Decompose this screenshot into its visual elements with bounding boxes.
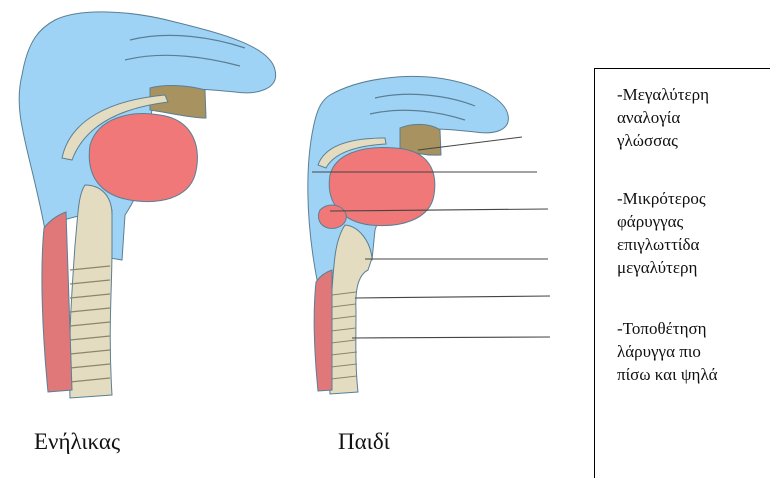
note-line: επιγλωττίδα: [617, 233, 706, 256]
note-tongue-proportion: -Μεγαλύτερη αναλογία γλώσσας: [617, 83, 709, 152]
note-line: αναλογία: [617, 106, 709, 129]
adult-caption: Ενήλικας: [34, 429, 120, 455]
note-line: πίσω και ψηλά: [617, 363, 718, 386]
note-line: μεγαλύτερη: [617, 256, 706, 279]
pointer-line-6: [352, 337, 550, 338]
note-line: γλώσσας: [617, 129, 709, 152]
child-posterior-muscle: [314, 270, 332, 391]
child-caption: Παιδί: [338, 429, 390, 455]
note-line: λάρυγγα πιο: [617, 340, 718, 363]
adult-tongue: [89, 114, 197, 202]
notes-panel: -Μεγαλύτερη αναλογία γλώσσας -Μικρότερος…: [594, 68, 770, 478]
pointer-line-5: [355, 296, 550, 298]
note-pharynx-epiglottis: -Μικρότερος φάρυγγας επιγλωττίδα μεγαλύτ…: [617, 187, 706, 279]
note-larynx-position: -Τοποθέτηση λάρυγγα πιο πίσω και ψηλά: [617, 317, 718, 386]
note-line: φάρυγγας: [617, 210, 706, 233]
child-epiglottis: [318, 205, 346, 228]
note-line: -Τοποθέτηση: [617, 317, 718, 340]
child-larynx: [329, 225, 372, 394]
adult-airway-figure: [19, 12, 276, 398]
note-line: -Μεγαλύτερη: [617, 83, 709, 106]
adult-posterior-muscle: [42, 212, 72, 392]
note-line: -Μικρότερος: [617, 187, 706, 210]
child-airway-figure: [308, 76, 509, 394]
